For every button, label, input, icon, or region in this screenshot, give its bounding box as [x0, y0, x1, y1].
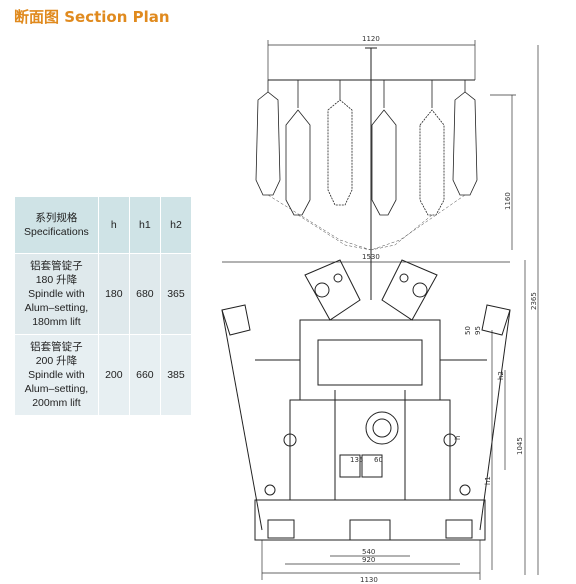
dim-60: 60 [374, 456, 383, 464]
dim-135: 135 [350, 456, 363, 464]
bobbin-5 [419, 80, 445, 216]
table-row: 铝套管锭子 180 升降 Spindle with Alum–setting, … [14, 253, 193, 335]
cell-h2: 365 [159, 253, 193, 335]
row-desc-cn2: 200 升降 [35, 355, 78, 367]
drafting-heads [304, 259, 438, 321]
bobbin-6 [452, 80, 478, 196]
row-desc-en1: Spindle with [28, 369, 85, 381]
row-desc-cn: 铝套管锭子 [30, 260, 83, 272]
row-desc-en2: Alum–setting, [24, 383, 89, 395]
bobbin-3 [327, 80, 353, 206]
header-h: h [97, 196, 130, 254]
row-description: 铝套管锭子 200 升降 Spindle with Alum–setting, … [14, 334, 99, 416]
header-spec-cn: 系列规格 [35, 212, 78, 224]
row-desc-en1: Spindle with [28, 288, 85, 300]
dim-50: 50 [464, 326, 472, 335]
dim-h1: h1 [484, 476, 492, 485]
dim-h: h [454, 436, 462, 440]
dim-1130: 1130 [360, 576, 378, 584]
dim-top-width: 1120 [362, 35, 380, 43]
cell-h1: 660 [128, 334, 161, 416]
roving-bobbins [255, 80, 478, 216]
dim-95: 95 [474, 326, 482, 335]
bobbin-4 [371, 80, 397, 216]
cell-h: 180 [97, 253, 130, 335]
creel-frame [268, 47, 475, 300]
cell-h2: 385 [159, 334, 193, 416]
row-desc-cn: 铝套管锭子 [30, 341, 83, 353]
header-h1: h1 [128, 196, 161, 254]
dimension-lines [222, 40, 539, 580]
dim-lower-height: 1045 [516, 437, 524, 455]
dim-creel-height: 1160 [504, 192, 512, 210]
bobbin-1 [255, 80, 281, 196]
row-desc-cn2: 180 升降 [35, 274, 78, 286]
roving-paths [267, 194, 466, 251]
dim-540: 540 [362, 548, 375, 556]
dim-920: 920 [362, 556, 375, 564]
dim-total-height: 2365 [530, 292, 538, 310]
table-header-row: 系列规格 Specifications h h1 h2 [14, 196, 193, 254]
dim-frame-width: 1530 [362, 253, 380, 261]
row-desc-en2: Alum–setting, [24, 302, 89, 314]
table-row: 铝套管锭子 200 升降 Spindle with Alum–setting, … [14, 334, 193, 416]
cell-h1: 680 [128, 253, 161, 335]
dimension-labels: 1120 1160 1530 2365 1045 h1 h2 h 50 95 1… [350, 35, 538, 584]
spec-table: 系列规格 Specifications h h1 h2 铝套管锭子 180 升降… [14, 196, 193, 416]
header-h2: h2 [159, 196, 193, 254]
spindle-rails [221, 304, 511, 531]
cell-h: 200 [97, 334, 130, 416]
bobbin-2 [285, 80, 311, 216]
header-spec-en: Specifications [24, 226, 89, 238]
row-desc-en3: 200mm lift [32, 397, 81, 409]
machine-body [254, 319, 486, 541]
page-title: 断面图 Section Plan [14, 8, 170, 26]
row-desc-en3: 180mm lift [32, 316, 81, 328]
dim-h2: h2 [497, 371, 505, 380]
